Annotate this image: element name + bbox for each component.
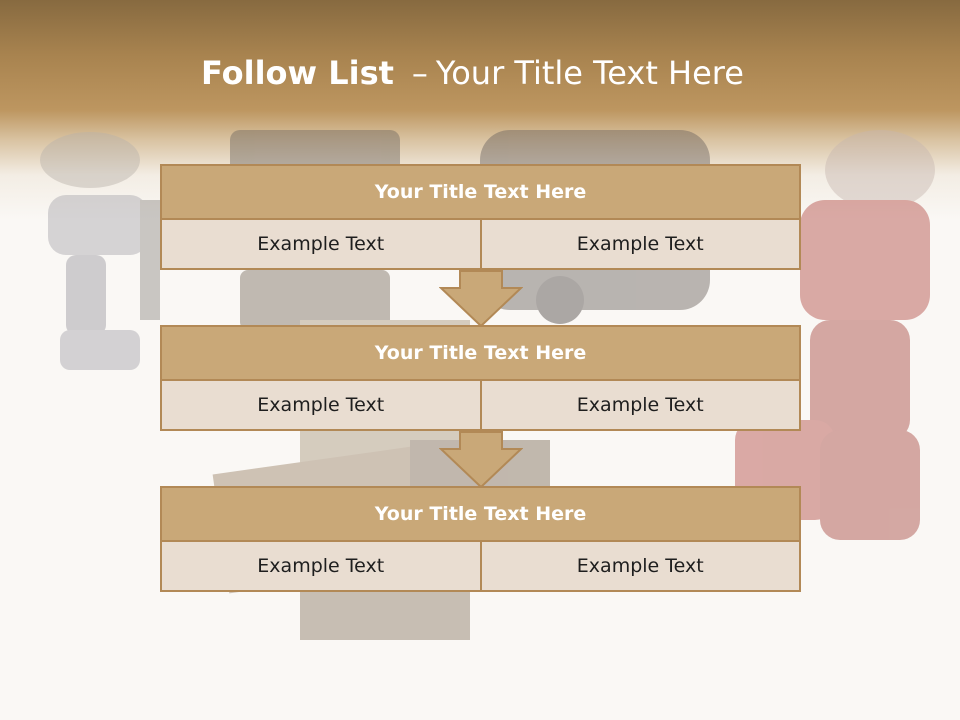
down-arrow-icon [439, 270, 523, 328]
block-cell-left: Example Text [160, 381, 482, 431]
block-cell-right: Example Text [481, 220, 801, 270]
block-row: Example Text Example Text [160, 220, 801, 270]
block-cell-left: Example Text [160, 542, 482, 592]
block-cell-left: Example Text [160, 220, 482, 270]
list-block-2: Your Title Text Here Example Text Exampl… [160, 325, 801, 431]
list-block-1: Your Title Text Here Example Text Exampl… [160, 164, 801, 270]
block-title: Your Title Text Here [160, 164, 801, 220]
title-bold-text: Follow List [201, 54, 394, 92]
slide-title: Follow List–Your Title Text Here [0, 54, 945, 92]
title-dash: – [411, 54, 428, 92]
title-rest-text: Your Title Text Here [435, 54, 744, 92]
list-block-3: Your Title Text Here Example Text Exampl… [160, 486, 801, 592]
white-robot-figure [40, 132, 160, 370]
block-cell-right: Example Text [481, 381, 801, 431]
red-robot-figure [735, 130, 935, 540]
down-arrow-icon [439, 431, 523, 489]
block-cell-right: Example Text [481, 542, 801, 592]
block-title: Your Title Text Here [160, 486, 801, 542]
block-row: Example Text Example Text [160, 542, 801, 592]
block-row: Example Text Example Text [160, 381, 801, 431]
block-title: Your Title Text Here [160, 325, 801, 381]
